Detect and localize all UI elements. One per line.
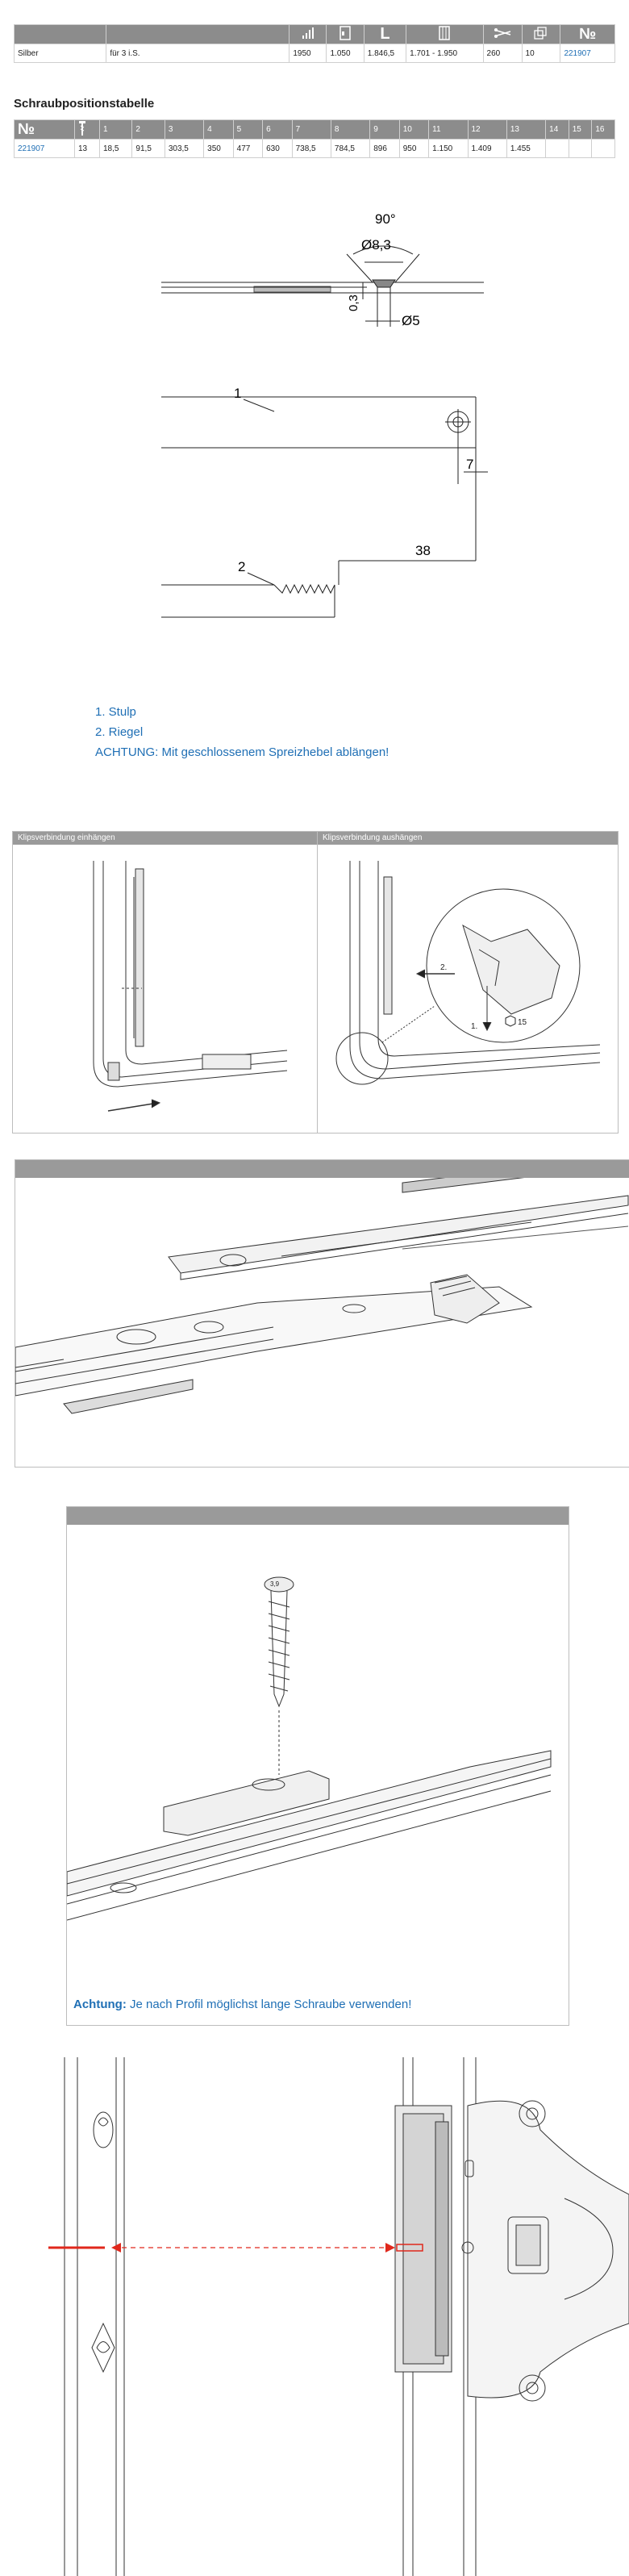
product-table: L № Silber für 3 i.S. 1950 1.050 1.846,5… — [13, 24, 615, 63]
position-cell: 91,5 — [131, 139, 165, 158]
column-header: 8 — [330, 119, 371, 140]
position-cell: 738,5 — [291, 139, 331, 158]
column-header: 12 — [467, 119, 507, 140]
column-header: 1 — [98, 119, 133, 140]
cut-icon — [482, 24, 523, 44]
column-header: 14 — [545, 119, 569, 140]
countersink-diameter-label: Ø8,3 — [361, 237, 391, 253]
use-cell: für 3 i.S. — [106, 44, 290, 63]
column-header: 2 — [131, 119, 165, 140]
hole-diameter-label: Ø5 — [402, 313, 420, 328]
clip-attach-illustration — [93, 861, 288, 1112]
screw-count-cell: 13 — [74, 139, 100, 158]
screw-illustration: 3,9 — [66, 1576, 552, 1921]
strike-detail-drawing — [48, 2057, 629, 2576]
column-header: 6 — [262, 119, 293, 140]
position-cell: 1.150 — [428, 139, 469, 158]
part-2-label: 2 — [238, 559, 245, 574]
position-cell: 630 — [262, 139, 293, 158]
article-number-link[interactable]: 221907 — [14, 139, 75, 158]
header-blank — [13, 24, 107, 44]
header-blank — [106, 24, 290, 44]
column-header: 11 — [428, 119, 469, 140]
frame-icon — [406, 24, 484, 44]
clip-detach-illustration: 2. 1. 15 — [335, 861, 601, 1085]
note-riegel: 2. Riegel — [95, 725, 144, 739]
value-cell: 10 — [521, 44, 561, 63]
length-icon: L — [363, 24, 407, 44]
dim-7-label: 7 — [466, 457, 473, 472]
position-cell — [545, 139, 569, 158]
column-header: 15 — [568, 119, 593, 140]
column-header: 4 — [203, 119, 234, 140]
position-cell: 477 — [232, 139, 264, 158]
position-cell: 303,5 — [164, 139, 205, 158]
position-cell: 896 — [369, 139, 400, 158]
screw-warning-text: Je nach Profil möglichst lange Schraube … — [126, 1998, 412, 2011]
no-header: № — [560, 24, 615, 44]
panel-bar — [67, 1507, 569, 1525]
part-1-label: 1 — [234, 386, 241, 401]
position-cell: 950 — [398, 139, 430, 158]
clip-detach-panel: Klipsverbindung aushängen 2. 1. 15 — [317, 831, 619, 1134]
screw-position-marker — [397, 2244, 423, 2251]
value-cell: 1.846,5 — [363, 44, 407, 63]
position-cell: 1.455 — [506, 139, 547, 158]
sash-icon — [326, 24, 364, 44]
column-header: 3 — [164, 119, 205, 140]
position-cell — [591, 139, 615, 158]
pack-icon — [521, 24, 561, 44]
value-cell: 260 — [482, 44, 523, 63]
column-header: 16 — [591, 119, 615, 140]
color-cell: Silber — [13, 44, 107, 63]
callout-2-label: 2. — [440, 963, 447, 972]
position-cell: 18,5 — [98, 139, 133, 158]
assembly-illustration — [15, 1160, 629, 1414]
callout-1-label: 1. — [471, 1022, 477, 1031]
position-cell: 784,5 — [330, 139, 371, 158]
stulp-riegel-drawing: 90° Ø8,3 Ø5 0,3 7 38 1 2 — [153, 211, 516, 625]
article-number-link[interactable]: 221907 — [560, 44, 615, 63]
column-header: 7 — [291, 119, 331, 140]
screw-warning: Achtung: Je nach Profil möglichst lange … — [73, 1998, 411, 2011]
position-cell — [568, 139, 593, 158]
value-cell: 1950 — [289, 44, 327, 63]
screw-table-title: Schraubpositionstabelle — [14, 97, 155, 111]
screw-size-label: 3,9 — [270, 1580, 280, 1588]
position-cell: 1.409 — [467, 139, 507, 158]
window-size-icon — [289, 24, 327, 44]
angle-label: 90° — [375, 211, 396, 227]
column-header: 5 — [232, 119, 264, 140]
arrow-right-icon — [385, 2243, 395, 2252]
clip-attach-panel: Klipsverbindung einhängen — [12, 831, 319, 1134]
no-header: № — [14, 119, 75, 140]
screw-warning-label: Achtung: — [73, 1998, 127, 2011]
value-cell: 1.050 — [326, 44, 364, 63]
product-table-header: L № — [13, 24, 615, 44]
screw-icon — [74, 119, 100, 140]
column-header: 13 — [506, 119, 547, 140]
notes: 1. Stulp 2. Riegel ACHTUNG: Mit geschlos… — [95, 702, 389, 762]
assembly-panel — [15, 1159, 629, 1468]
note-stulp: 1. Stulp — [95, 705, 136, 719]
column-header: 9 — [369, 119, 400, 140]
panel-title: Klipsverbindung aushängen — [318, 832, 618, 845]
callout-15-label: 15 — [518, 1018, 527, 1027]
note-warning: ACHTUNG: Mit geschlossenem Spreizhebel a… — [95, 745, 389, 759]
screw-panel: 3,9 Achtung: Je nach Profil möglichst la… — [66, 1506, 569, 2026]
panel-title: Klipsverbindung einhängen — [13, 832, 318, 845]
arrow-left-icon — [111, 2243, 121, 2252]
table-row: Silber für 3 i.S. 1950 1.050 1.846,5 1.7… — [13, 44, 615, 63]
position-cell: 350 — [203, 139, 234, 158]
thickness-label: 0,3 — [347, 294, 360, 311]
dim-38-label: 38 — [415, 543, 431, 558]
value-cell: 1.701 - 1.950 — [406, 44, 484, 63]
panel-bar — [15, 1160, 629, 1178]
column-header: 10 — [398, 119, 430, 140]
